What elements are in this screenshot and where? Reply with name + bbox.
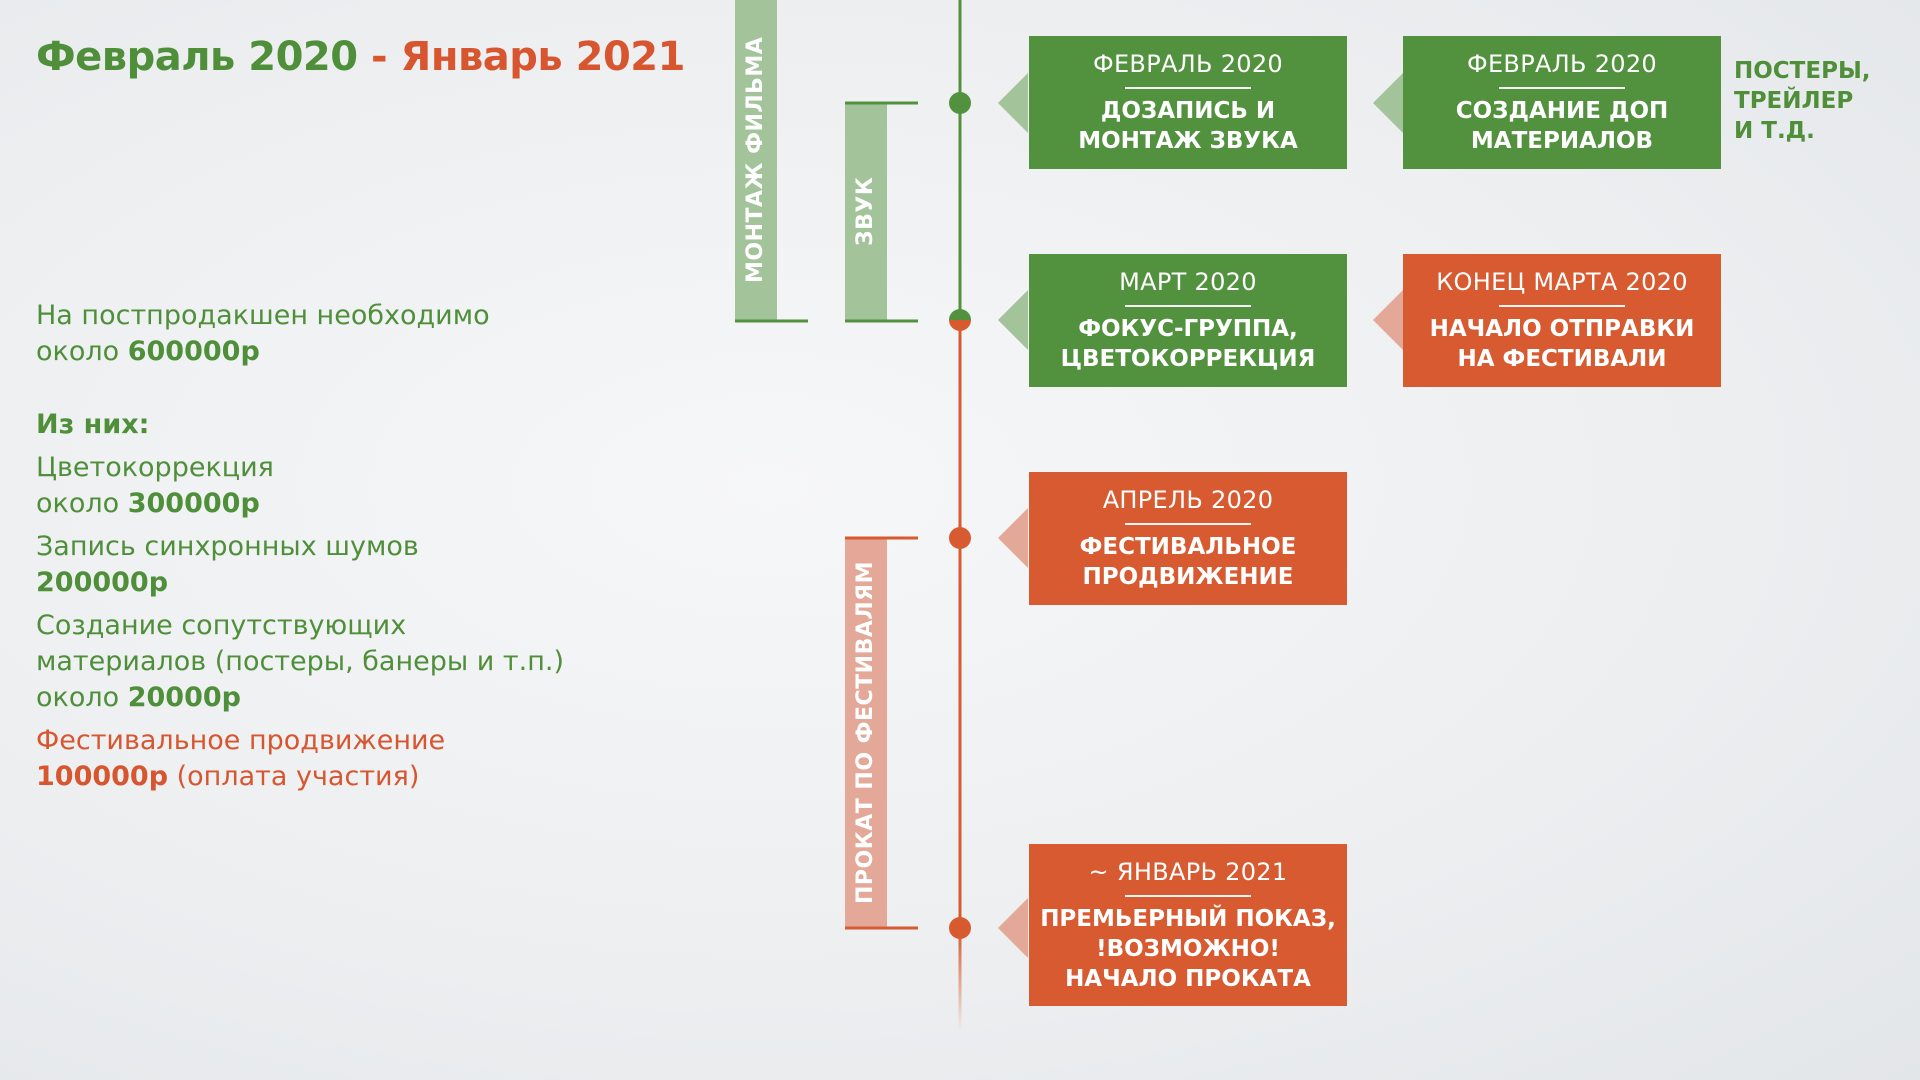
timeline-dot-jan [949,917,971,939]
event-text: ПРЕМЬЕРНЫЙ ПОКАЗ,!ВОЗМОЖНО!НАЧАЛО ПРОКАТ… [1040,906,1336,992]
arrow-event-5 [998,508,1028,568]
event-date: ФЕВРАЛЬ 2020 [1093,50,1283,78]
event-date: АПРЕЛЬ 2020 [1102,486,1274,514]
budget-item-festival: Фестивальное продвижение 100000р (оплата… [36,725,446,792]
budget-item-materials: Создание сопутствующих материалов (посте… [36,610,564,713]
event-divider [1499,87,1625,89]
budget-item-color: Цветокоррекция около 300000р [36,452,274,519]
event-date: МАРТ 2020 [1119,268,1257,296]
event-divider [1125,305,1251,307]
timeline-dot-mar-top [949,309,971,320]
event-card-focus-group: МАРТ 2020 ФОКУС-ГРУППА,ЦВЕТОКОРРЕКЦИЯ [1029,254,1347,387]
budget-total: 600000р [127,336,260,367]
page-title: Февраль 2020 - Январь 2021 [36,34,685,80]
timeline-dot-mar-bottom [949,320,971,331]
event-date: КОНЕЦ МАРТА 2020 [1436,268,1688,296]
event-divider [1125,87,1251,89]
arrow-event-2 [1373,73,1403,133]
arrow-event-3 [998,290,1028,350]
budget-intro: На постпродакшен необходимо около 600000… [36,300,490,367]
budget-item-sound: Запись синхронных шумов 200000р [36,531,419,598]
bracket-festival-bar [845,538,887,928]
timeline-dot-feb [949,92,971,114]
arrow-event-4 [1373,290,1403,350]
arrow-event-1 [998,73,1028,133]
event-date: ФЕВРАЛЬ 2020 [1467,50,1657,78]
title-end: Январь 2021 [400,34,686,80]
phase-festival-label: ПРОКАТ ПО ФЕСТИВАЛЯМ [853,561,878,905]
timeline-line-fade [958,930,962,1030]
event-divider [1125,523,1251,525]
timeline-dot-apr [949,527,971,549]
event-divider [1499,305,1625,307]
event-divider [1125,895,1251,897]
bracket-sound-bar [845,103,887,320]
title-start: Февраль 2020 [36,34,358,80]
event-date: ~ ЯНВАРЬ 2021 [1088,858,1288,886]
phase-sound-label: ЗВУК [853,176,878,247]
title-dash: - [357,34,401,80]
bracket-montage-bar [735,0,777,320]
budget-of-them: Из них: [36,409,150,440]
phase-montage-label: МОНТАЖ ФИЛЬМА [743,36,768,284]
arrow-event-6 [998,898,1028,958]
event-card-premiere: ~ ЯНВАРЬ 2021 ПРЕМЬЕРНЫЙ ПОКАЗ,!ВОЗМОЖНО… [1029,844,1347,1006]
event-text: ФОКУС-ГРУППА,ЦВЕТОКОРРЕКЦИЯ [1060,316,1316,372]
